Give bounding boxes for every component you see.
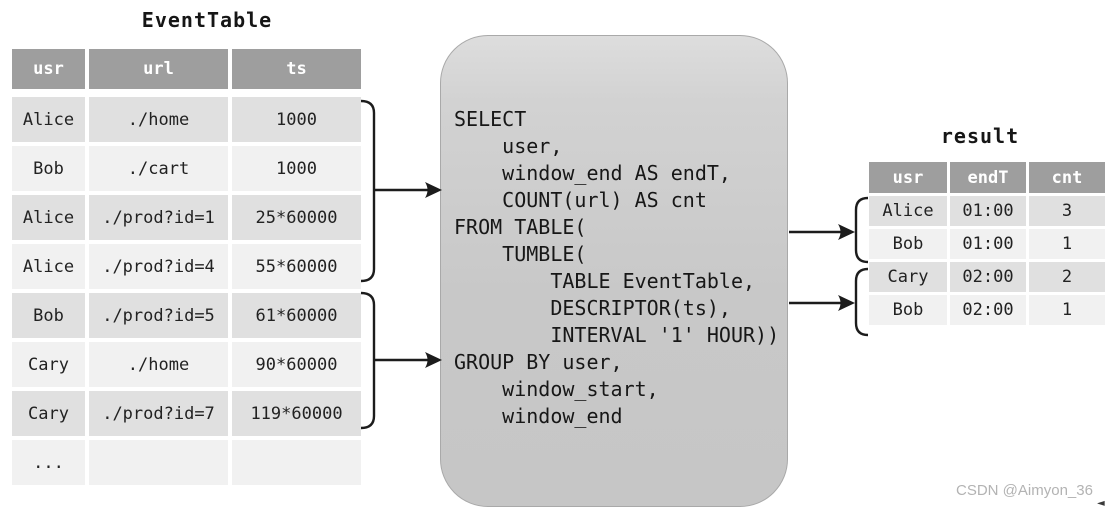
sql-query-box (440, 35, 788, 507)
result_table-cell: 01:00 (950, 196, 1026, 226)
event_table-cell (232, 440, 361, 485)
event_table-cell: Alice (12, 195, 85, 240)
event_table-cell: ./home (89, 342, 228, 387)
result_table-header-cell: usr (869, 162, 947, 193)
result_table-cell: 01:00 (950, 229, 1026, 259)
corner-cursor-icon: ◄ (1097, 498, 1105, 509)
event_table-cell: Cary (12, 391, 85, 436)
result_table-header-cell: endT (950, 162, 1026, 193)
result-table-title: result (940, 124, 1020, 148)
event_table-cell: 55*60000 (232, 244, 361, 289)
result_table-cell: 02:00 (950, 295, 1026, 325)
event_table-header-cell: url (89, 49, 228, 89)
result_table-header-cell: cnt (1029, 162, 1105, 193)
event_table-cell: Cary (12, 342, 85, 387)
result_table-cell: 02:00 (950, 262, 1026, 292)
result2-output-bracket (854, 267, 869, 337)
event_table-cell: ./prod?id=4 (89, 244, 228, 289)
event-table-title: EventTable (141, 8, 273, 32)
event_table-cell: ... (12, 440, 85, 485)
event_table-cell: 25*60000 (232, 195, 361, 240)
result_table-cell: 2 (1029, 262, 1105, 292)
event_table-cell: 1000 (232, 97, 361, 142)
result_table-cell: Cary (869, 262, 947, 292)
event_table-cell: Bob (12, 293, 85, 338)
window1-input-bracket (360, 99, 376, 283)
event_table-cell: Alice (12, 244, 85, 289)
event_table-cell: 119*60000 (232, 391, 361, 436)
event_table-cell: ./cart (89, 146, 228, 191)
event_table-header-cell: ts (232, 49, 361, 89)
result1-output-bracket (854, 196, 869, 264)
event_table-cell (89, 440, 228, 485)
event_table-cell: 61*60000 (232, 293, 361, 338)
event_table-cell: 1000 (232, 146, 361, 191)
result_table-cell: 3 (1029, 196, 1105, 226)
result_table-cell: Alice (869, 196, 947, 226)
watermark-text: CSDN @Aimyon_36 (956, 482, 1093, 499)
event_table-cell: ./home (89, 97, 228, 142)
result_table-cell: Bob (869, 229, 947, 259)
event_table-cell: ./prod?id=1 (89, 195, 228, 240)
result_table-cell: 1 (1029, 295, 1105, 325)
result_table-cell: Bob (869, 295, 947, 325)
event_table-header-cell: usr (12, 49, 85, 89)
event_table-cell: ./prod?id=5 (89, 293, 228, 338)
sql-query-code: SELECT user, window_end AS endT, COUNT(u… (454, 107, 780, 428)
window2-input-bracket (360, 291, 376, 430)
result_table-cell: 1 (1029, 229, 1105, 259)
result2-arrowhead-icon (838, 295, 855, 311)
event_table-cell: 90*60000 (232, 342, 361, 387)
event_table-cell: Bob (12, 146, 85, 191)
result1-arrowhead-icon (838, 224, 855, 240)
event_table-cell: Alice (12, 97, 85, 142)
event_table-cell: ./prod?id=7 (89, 391, 228, 436)
